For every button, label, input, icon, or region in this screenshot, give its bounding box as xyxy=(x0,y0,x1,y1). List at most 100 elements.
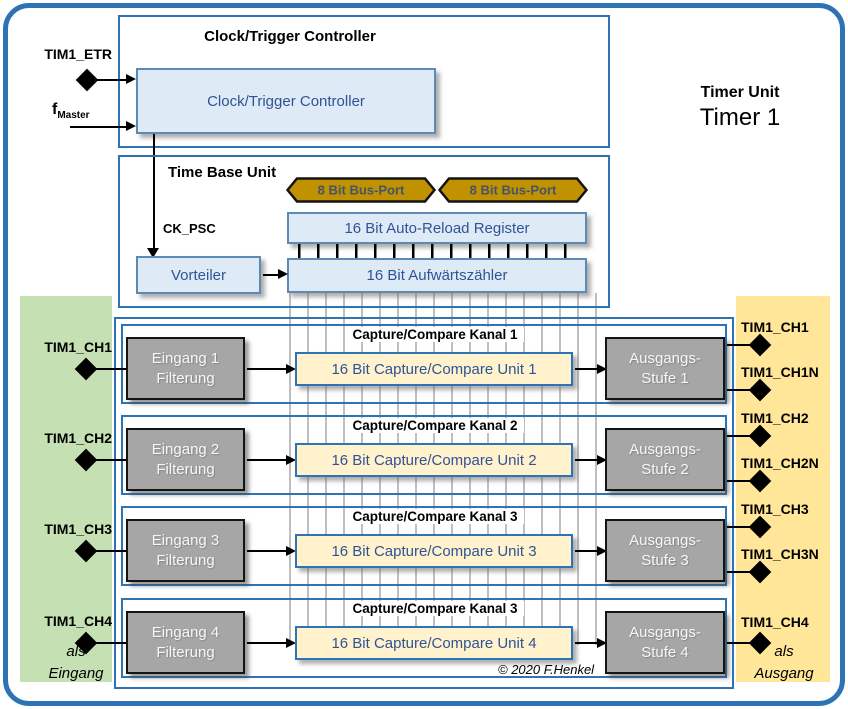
channel-3-border xyxy=(121,506,727,586)
channel-2-unit-output-line xyxy=(575,459,597,461)
channel-1-unit-output-line xyxy=(575,368,597,370)
fmaster-connector-line xyxy=(70,126,126,128)
filter-line2: Filterung xyxy=(156,460,215,478)
output-stage-line1: Ausgangs- xyxy=(629,624,701,641)
channel-2-output-line-a xyxy=(727,435,753,437)
channel-3-unit-output-line xyxy=(575,550,597,552)
fmaster-subscript: Master xyxy=(57,110,90,121)
prescaler-arrow-east-icon xyxy=(278,269,288,279)
channel-4-output-pin-label: TIM1_CH4 xyxy=(741,614,809,630)
channel-4-arrow-east-icon-2 xyxy=(597,638,607,648)
channel-1-output-stage-block: Ausgangs- Stufe 1 xyxy=(605,337,725,400)
channel-2-output-pin-label-a: TIM1_CH2 xyxy=(741,410,809,426)
channel-1-output-pin-label-a: TIM1_CH1 xyxy=(741,319,809,335)
bus-port-right-label: 8 Bit Bus-Port xyxy=(470,183,557,198)
fmaster-base: f xyxy=(52,101,58,118)
channel-4-arrow-east-icon xyxy=(286,638,296,648)
filter-line2: Filterung xyxy=(156,643,215,661)
channel-3-output-line-b xyxy=(727,571,753,573)
channel-3-output-pin-label-b: TIM1_CH3N xyxy=(741,546,819,562)
up-counter-block: 16 Bit Aufwärtszähler xyxy=(287,258,587,293)
channel-4-input-line xyxy=(94,642,126,644)
channel-1-arrow-east-icon xyxy=(286,364,296,374)
clock-trigger-title: Clock/Trigger Controller xyxy=(204,28,376,45)
bus-port-left-hexagon: 8 Bit Bus-Port xyxy=(286,177,436,203)
ck-psc-label: CK_PSC xyxy=(163,221,216,236)
channel-3-header: Capture/Compare Kanal 3 xyxy=(346,509,524,524)
channel-3-filter-block: Eingang 3 Filterung xyxy=(126,519,245,582)
channel-1-capture-compare-unit: 16 Bit Capture/Compare Unit 1 xyxy=(295,352,573,386)
filter-line1: Eingang 4 xyxy=(151,624,220,641)
channel-4-input-pin-label: TIM1_CH4 xyxy=(44,613,112,629)
channel-2-input-pin-label: TIM1_CH2 xyxy=(44,430,112,446)
prescaler-counter-line xyxy=(263,274,278,276)
channel-2-output-pin-label-b: TIM1_CH2N xyxy=(741,455,819,471)
page-title-line2: Timer 1 xyxy=(699,104,781,131)
channel-4-header: Capture/Compare Kanal 3 xyxy=(346,601,524,616)
channel-1-filter-block: Eingang 1 Filterung xyxy=(126,337,245,400)
output-stage-line2: Stufe 3 xyxy=(641,551,689,569)
output-stage-line2: Stufe 4 xyxy=(641,643,689,661)
clock-trigger-block: Clock/Trigger Controller xyxy=(136,68,436,134)
channel-4-output-stage-block: Ausgangs- Stufe 4 xyxy=(605,611,725,674)
channel-1-header: Capture/Compare Kanal 1 xyxy=(346,327,524,342)
channel-2-filter-block: Eingang 2 Filterung xyxy=(126,428,245,491)
ck-psc-arrow-south-icon xyxy=(147,248,159,258)
time-base-container xyxy=(118,155,610,308)
channel-3-arrow-east-icon xyxy=(286,546,296,556)
filter-line1: Eingang 3 xyxy=(151,532,220,549)
bus-port-left-label: 8 Bit Bus-Port xyxy=(318,183,405,198)
channel-4-filter-unit-line xyxy=(247,642,286,644)
output-stage-line2: Stufe 1 xyxy=(641,369,689,387)
channel-4-filter-block: Eingang 4 Filterung xyxy=(126,611,245,674)
channel-3-arrow-east-icon-2 xyxy=(597,546,607,556)
channel-1-output-line-a xyxy=(727,344,753,346)
etr-connector-line xyxy=(95,79,126,81)
output-stage-line1: Ausgangs- xyxy=(629,532,701,549)
channels-container xyxy=(114,317,734,689)
diagram-outer-frame xyxy=(3,3,845,706)
channel-1-output-pin-label-b: TIM1_CH1N xyxy=(741,364,819,380)
filter-line2: Filterung xyxy=(156,369,215,387)
channel-2-capture-compare-unit: 16 Bit Capture/Compare Unit 2 xyxy=(295,443,573,477)
channel-1-filter-unit-line xyxy=(247,368,286,370)
channel-4-unit-output-line xyxy=(575,642,597,644)
channel-1-input-pin-label: TIM1_CH1 xyxy=(44,339,112,355)
page-title-line1: Timer Unit xyxy=(700,84,780,101)
filter-line2: Filterung xyxy=(156,551,215,569)
output-band-note-ausgang: Ausgang xyxy=(754,665,814,682)
channel-2-border xyxy=(121,415,727,495)
prescaler-block: Vorteiler xyxy=(136,256,261,294)
channel-3-input-pin-label: TIM1_CH3 xyxy=(44,521,112,537)
channel-2-output-stage-block: Ausgangs- Stufe 2 xyxy=(605,428,725,491)
channel-2-input-line xyxy=(94,459,126,461)
channel-4-border xyxy=(121,598,727,678)
bus-port-right-hexagon: 8 Bit Bus-Port xyxy=(438,177,588,203)
channel-1-border xyxy=(121,324,727,404)
channel-3-capture-compare-unit: 16 Bit Capture/Compare Unit 3 xyxy=(295,534,573,568)
channel-3-input-line xyxy=(94,550,126,552)
channel-3-filter-unit-line xyxy=(247,550,286,552)
auto-reload-register-block: 16 Bit Auto-Reload Register xyxy=(287,212,587,244)
output-stage-line1: Ausgangs- xyxy=(629,350,701,367)
filter-line1: Eingang 1 xyxy=(151,350,220,367)
output-band-note-als: als xyxy=(774,643,794,660)
register-counter-tick-lines xyxy=(298,244,580,258)
page-title: Timer Unit Timer 1 xyxy=(650,84,830,132)
time-base-title: Time Base Unit xyxy=(168,164,277,181)
output-stage-line1: Ausgangs- xyxy=(629,441,701,458)
output-pins-band xyxy=(736,296,830,682)
filter-line1: Eingang 2 xyxy=(151,441,220,458)
etr-pin-label: TIM1_ETR xyxy=(44,46,112,62)
fmaster-pin-label: fMaster xyxy=(52,101,90,121)
channel-1-input-line xyxy=(94,368,126,370)
input-pins-band xyxy=(20,296,112,682)
input-band-note-als: als xyxy=(66,643,86,660)
output-stage-line2: Stufe 2 xyxy=(641,460,689,478)
channel-4-capture-compare-unit: 16 Bit Capture/Compare Unit 4 xyxy=(295,626,573,660)
fmaster-arrow-east-icon xyxy=(126,121,136,131)
clock-trigger-container xyxy=(118,15,610,148)
ck-psc-connector-line xyxy=(153,134,155,248)
channel-2-output-line-b xyxy=(727,480,753,482)
